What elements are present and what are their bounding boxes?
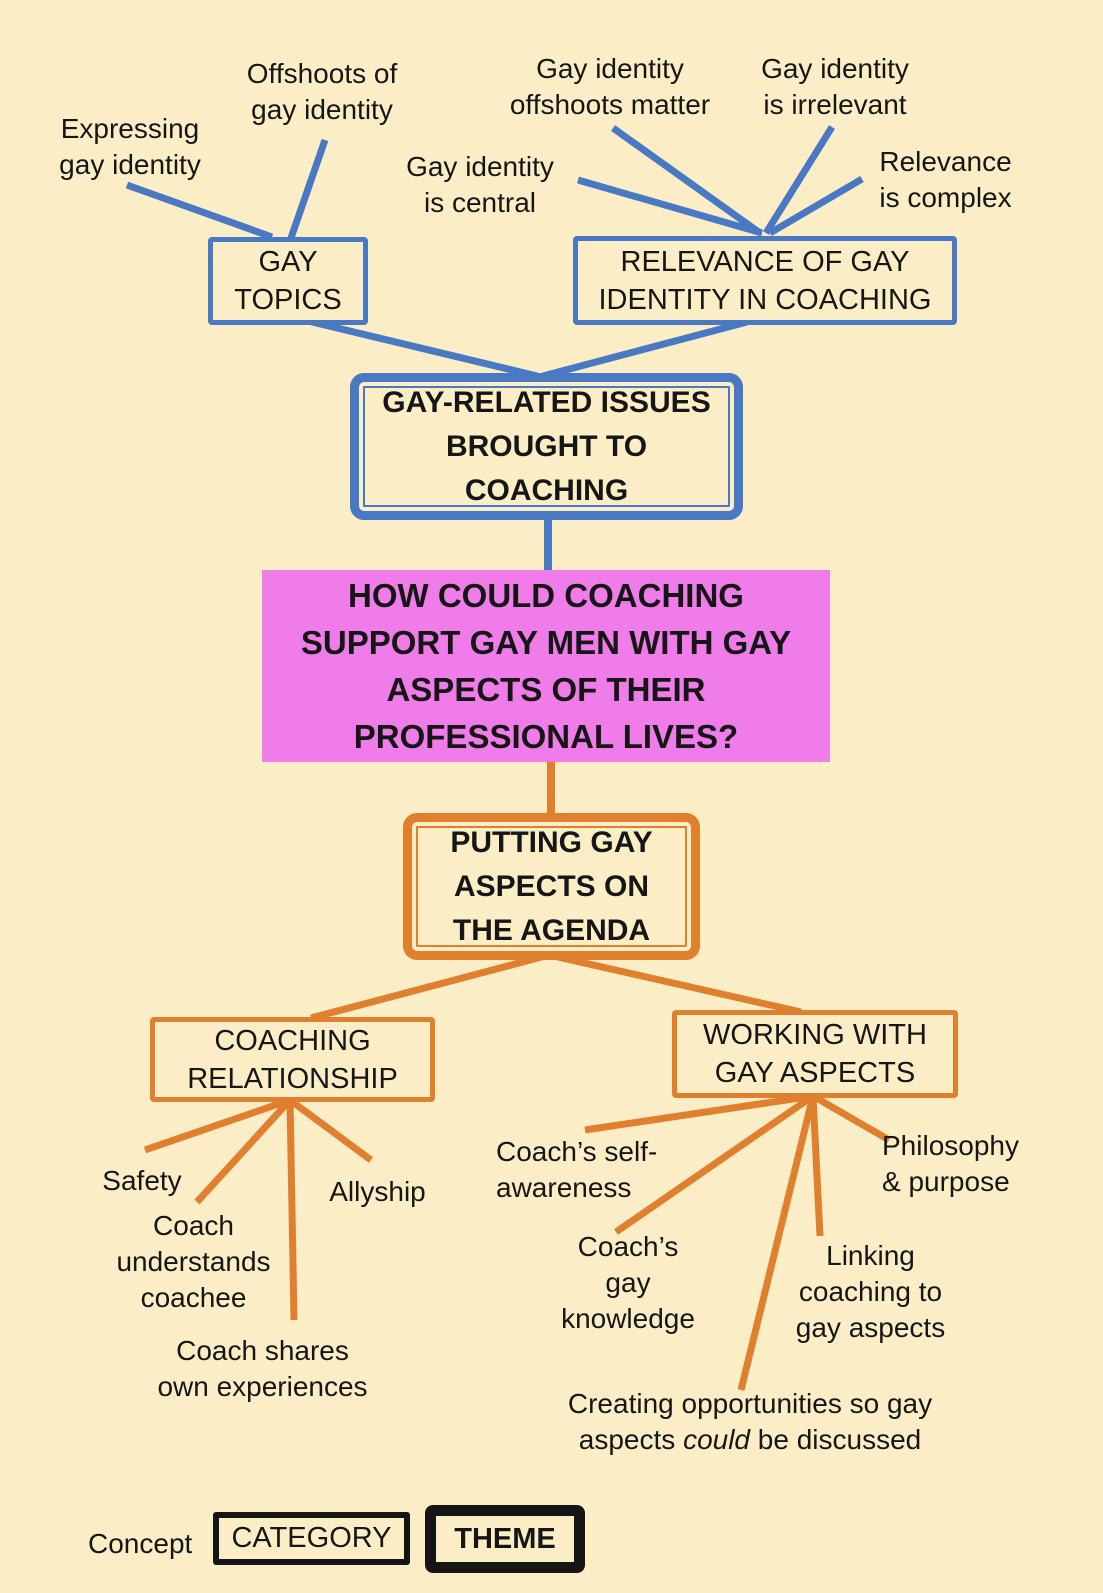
line-wga-to-gay-knowledge bbox=[614, 1093, 815, 1235]
concept-gay-identity-is-irrelevant: Gay identity is irrelevant bbox=[761, 53, 909, 120]
research-question: HOW COULD COACHING SUPPORT GAY MEN WITH … bbox=[262, 570, 830, 762]
concept-expressing-gay-identity: Expressing gay identity bbox=[59, 113, 201, 180]
concept-safety: Safety bbox=[102, 1165, 182, 1196]
concept-gay-identity-offshoots-matter: Gay identity offshoots matter bbox=[509, 53, 711, 120]
concept-coachs-gay-knowledge: Coach’s gay knowledge bbox=[561, 1231, 695, 1334]
concept-allyship: Allyship bbox=[329, 1176, 426, 1207]
line-putting-to-working bbox=[548, 951, 802, 1016]
line-gay-topics-to-theme bbox=[307, 317, 538, 380]
line-putting-to-coaching-relationship bbox=[310, 951, 550, 1022]
legend-category-box: CATEGORY bbox=[213, 1512, 410, 1565]
concept-offshoots-of-gay-identity: Offshoots of gay identity bbox=[246, 58, 398, 125]
category-relevance-of-gay-identity: RELEVANCE OF GAY IDENTITY IN COACHING bbox=[573, 236, 957, 325]
concept-coachs-self-awareness: Coach’s self- awareness bbox=[496, 1136, 658, 1203]
category-working-with-gay-aspects: WORKING WITH GAY ASPECTS bbox=[672, 1010, 958, 1098]
legend-theme-box: THEME bbox=[425, 1505, 585, 1573]
creating-post: be discussed bbox=[750, 1424, 922, 1455]
line-wga-to-creating bbox=[737, 1095, 817, 1391]
concept-coach-shares-own-experiences: Coach shares own experiences bbox=[157, 1335, 368, 1402]
concept-philosophy-and-purpose: Philosophy & purpose bbox=[882, 1130, 1019, 1197]
theme-gay-related-issues: GAY-RELATED ISSUES BROUGHT TO COACHING bbox=[350, 373, 743, 520]
concept-creating-opportunities: Creating opportunities so gay aspects co… bbox=[540, 1386, 960, 1458]
creating-pre: Creating opportunities so gay aspects bbox=[567, 1388, 933, 1455]
line-wga-to-self-awareness bbox=[584, 1092, 814, 1134]
concept-linking-coaching-to-gay-aspects: Linking coaching to gay aspects bbox=[795, 1240, 946, 1343]
line-relevance-to-theme bbox=[542, 318, 748, 380]
concept-relevance-is-complex: Relevance is complex bbox=[879, 146, 1012, 213]
line-cr-to-allyship bbox=[287, 1097, 374, 1163]
line-irrelevant-to-relevance bbox=[763, 125, 835, 235]
legend-concept-label: Concept bbox=[88, 1528, 193, 1559]
concept-coach-understands-coachee: Coach understands coachee bbox=[116, 1210, 271, 1313]
line-wga-to-linking bbox=[809, 1095, 824, 1237]
category-coaching-relationship: COACHING RELATIONSHIP bbox=[150, 1017, 435, 1102]
theme-putting-gay-aspects: PUTTING GAY ASPECTS ON THE AGENDA bbox=[403, 813, 700, 960]
line-complex-to-relevance bbox=[768, 175, 864, 237]
line-cr-to-safety bbox=[143, 1096, 292, 1154]
line-central-to-relevance bbox=[577, 176, 763, 237]
line-offshoots-matter-to-relevance bbox=[610, 125, 763, 236]
line-expressing-to-gay-topics bbox=[125, 181, 274, 241]
line-cr-to-shares bbox=[286, 1099, 298, 1321]
line-offshoots-to-gay-topics bbox=[287, 138, 329, 240]
creating-italic-could: could bbox=[683, 1424, 750, 1455]
line-wga-to-philosophy bbox=[811, 1092, 891, 1144]
category-gay-topics: GAY TOPICS bbox=[208, 237, 368, 325]
concept-gay-identity-is-central: Gay identity is central bbox=[406, 151, 554, 218]
line-cr-to-understands bbox=[194, 1097, 293, 1205]
